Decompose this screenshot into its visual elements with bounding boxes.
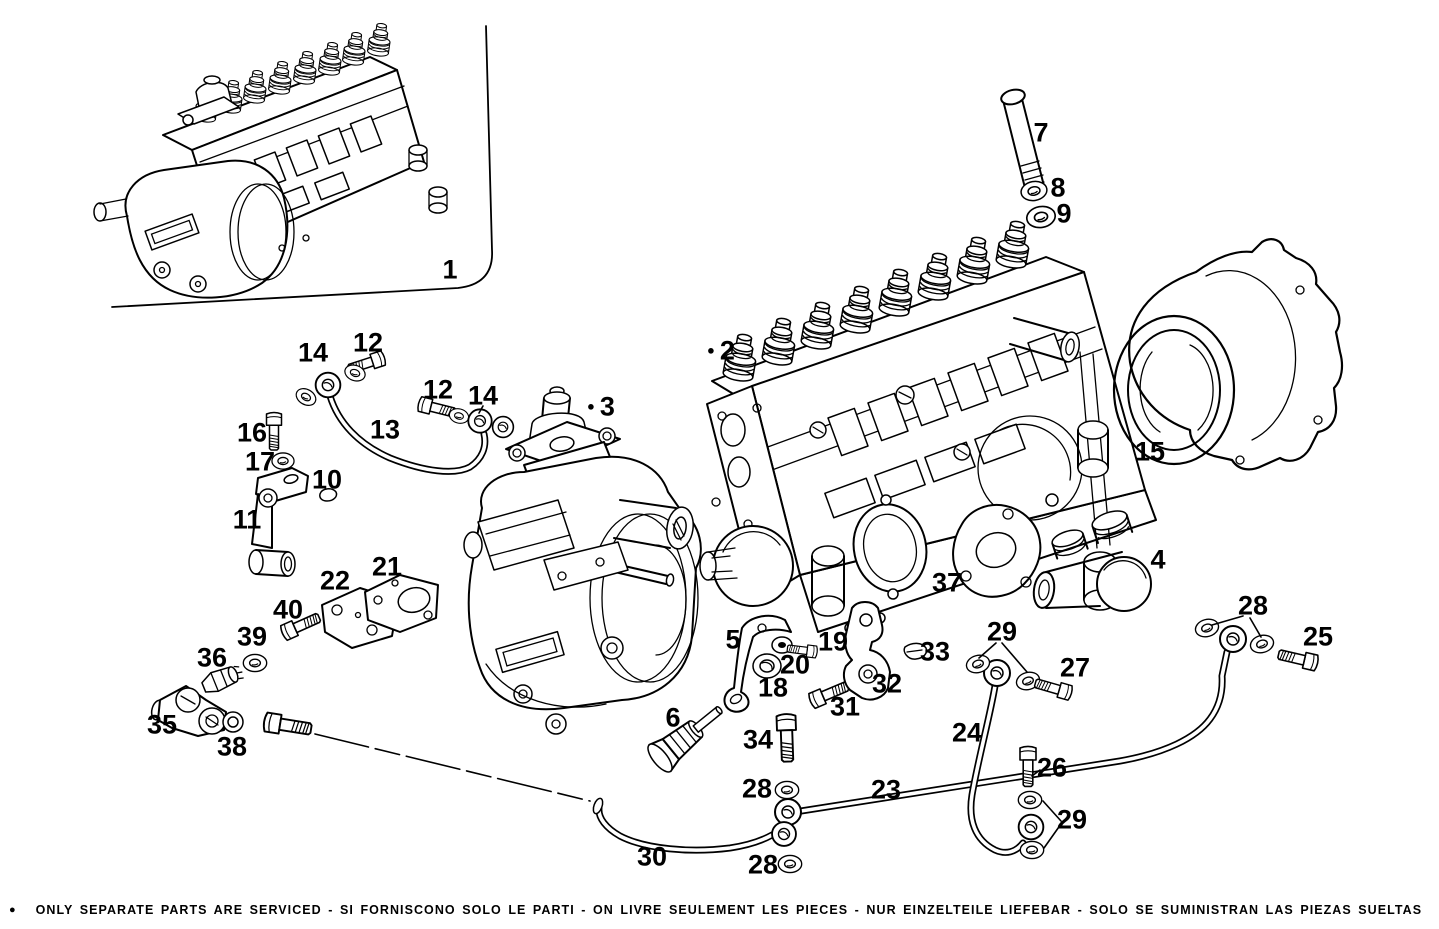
bolt-27 [1032,675,1075,702]
bolt-25 [1275,645,1321,672]
fuel-return-lines-group [592,615,1321,874]
clip-10 [319,488,338,502]
bolt-40 [278,609,324,642]
leader-dashed-bolt-to-pipe-30 [314,733,591,802]
o-ring-38 [222,711,244,733]
screw-19 [786,641,819,659]
leader-28-right [1211,615,1262,638]
banjo-eye-pipe-24-bottom [1017,813,1045,841]
bolt-31 [806,677,852,710]
washer-28-c [1192,616,1222,640]
banjo-eye-pipe-30 [771,821,797,847]
washer-28-d [1247,632,1277,656]
link-lever-32 [842,601,891,701]
washer-29-d [1019,840,1045,860]
grommet-18 [752,653,782,679]
banjo-eye-14-left [314,371,342,399]
linkage-group [647,601,928,773]
bell-housing-15 [1112,238,1344,471]
plunger-6 [647,706,723,773]
inset-complete-pump-assembly-1 [93,21,493,308]
washer-9 [1024,203,1058,231]
leader-29-bottom [1042,800,1062,849]
overflow-valve-4 [1032,510,1152,612]
governor-assembly-3 [463,386,702,735]
bolt-26 [1019,745,1037,788]
bolt-34 [775,712,799,763]
pump-housing-2 [699,218,1157,634]
footer-note: ● ONLY SEPARATE PARTS ARE SERVICED - SI … [9,903,1433,917]
banjo-union-35 [150,685,227,737]
washer-29-c [1017,790,1043,810]
footer-text: ONLY SEPARATE PARTS ARE SERVICED - SI FO… [35,903,1423,917]
valve-36 [201,665,244,693]
banjo-eye-pipe-23 [774,798,802,826]
fuel-line-13-fittings [292,349,515,475]
banjo-bolt-unlabeled [261,711,314,740]
leader-29-top [978,642,1028,673]
gasket-37 [952,504,1042,598]
side-cover-and-fittings-group [150,574,591,802]
bracket-5 [723,614,792,713]
footer-bullet-icon: ● [9,904,16,916]
bolt-7-washers-8-9 [1000,88,1058,231]
banjo-eye-pipe-23-right [1219,625,1247,653]
lever-group-11 [248,411,338,577]
washer-28-b [777,854,803,874]
leader-26 [1031,769,1041,777]
washer-17 [271,452,295,470]
bolt-16 [265,411,283,451]
washer-28-a [774,780,800,800]
washer-39 [242,653,268,673]
